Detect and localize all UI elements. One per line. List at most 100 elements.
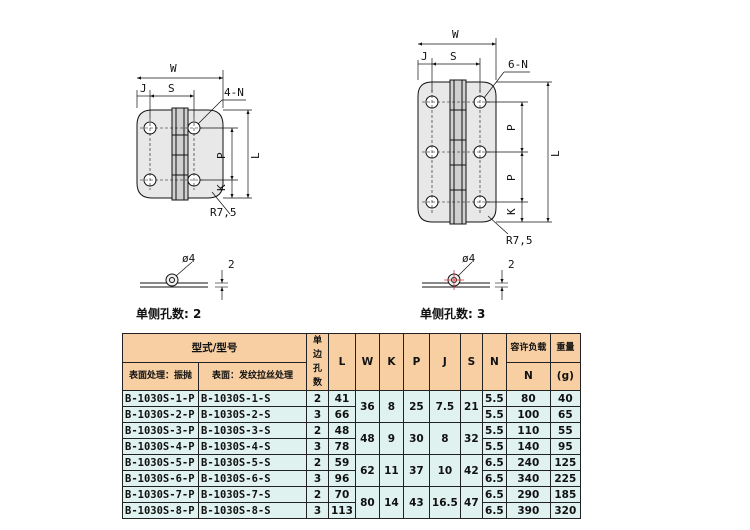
right-dim-l: L (549, 150, 562, 157)
value-n: 6.5 (481, 486, 507, 503)
value-load: 390 (505, 502, 551, 519)
value-weight: 225 (549, 470, 581, 487)
right-dim-p1: P (505, 124, 518, 131)
left-dim-radius: R7,5 (210, 206, 237, 219)
value-weight: 125 (549, 454, 581, 471)
model-s: B-1030S-2-S (198, 406, 307, 423)
model-p: B-1030S-8-P (122, 502, 199, 519)
value-s: 42 (459, 454, 483, 487)
value-load: 140 (505, 438, 551, 455)
header-weight-unit: (g) (549, 361, 581, 391)
left-dim-j: J (140, 82, 147, 95)
value-load: 290 (505, 486, 551, 503)
value-j: 8 (428, 422, 461, 455)
value-weight: 185 (549, 486, 581, 503)
model-p: B-1030S-3-P (122, 422, 199, 439)
table-row: B-1030S-5-P B-1030S-5-S 2 59 62 11 37 10… (122, 454, 581, 487)
right-dim-p2: P (505, 174, 518, 181)
value-l: 41 (328, 390, 356, 407)
holes: 3 (306, 470, 329, 487)
value-l: 59 (328, 454, 356, 471)
value-load: 80 (505, 390, 551, 407)
left-dim-thick: 2 (228, 258, 235, 271)
value-n: 6.5 (481, 454, 507, 471)
model-s: B-1030S-4-S (198, 438, 307, 455)
left-dim-p: P (215, 152, 228, 159)
holes: 2 (306, 390, 329, 407)
value-p: 37 (402, 454, 430, 487)
value-l: 48 (328, 422, 356, 439)
value-weight: 40 (549, 390, 581, 407)
model-s: B-1030S-7-S (198, 486, 307, 503)
value-j: 7.5 (428, 390, 461, 423)
value-s: 21 (459, 390, 483, 423)
value-l: 66 (328, 406, 356, 423)
model-p: B-1030S-6-P (122, 470, 199, 487)
holes: 2 (306, 422, 329, 439)
header-weight: 重量 (549, 333, 581, 363)
value-k: 8 (378, 390, 404, 423)
model-s: B-1030S-3-S (198, 422, 307, 439)
value-s: 47 (459, 486, 483, 519)
hinge-2-hole-front-view (136, 70, 252, 215)
header-holes: 单边孔数 (306, 333, 329, 391)
value-weight: 55 (549, 422, 581, 439)
header-p: P (402, 333, 430, 391)
right-dim-s: S (450, 50, 457, 63)
right-dim-radius: R7,5 (506, 234, 533, 247)
value-j: 10 (428, 454, 461, 487)
value-w: 80 (354, 486, 380, 519)
holes: 2 (306, 454, 329, 471)
left-dim-l: L (249, 152, 262, 159)
left-dim-s: S (168, 82, 175, 95)
header-j: J (428, 333, 461, 391)
value-weight: 95 (549, 438, 581, 455)
header-model: 型式/型号 (122, 333, 307, 363)
right-hole-count-caption: 单侧孔数: 3 (420, 307, 486, 321)
table-row: B-1030S-3-P B-1030S-3-S 2 48 48 9 30 8 3… (122, 422, 581, 455)
table-row: B-1030S-1-P B-1030S-1-S 2 41 36 8 25 7.5… (122, 390, 581, 423)
value-weight: 65 (549, 406, 581, 423)
model-s: B-1030S-5-S (198, 454, 307, 471)
right-dim-w: W (452, 28, 459, 41)
value-k: 14 (378, 486, 404, 519)
value-load: 240 (505, 454, 551, 471)
value-load: 100 (505, 406, 551, 423)
model-p: B-1030S-1-P (122, 390, 199, 407)
right-dim-holes: 6-N (508, 58, 528, 71)
table-row: B-1030S-6-P B-1030S-6-S 3 96 6.5 340 225 (122, 470, 581, 487)
value-k: 11 (378, 454, 404, 487)
header-s: S (459, 333, 483, 391)
value-l: 70 (328, 486, 356, 503)
right-dim-k: K (505, 208, 518, 215)
header-load: 容许负载 (505, 333, 551, 363)
value-p: 30 (402, 422, 430, 455)
table-row: B-1030S-4-P B-1030S-4-S 3 78 5.5 140 95 (122, 438, 581, 455)
value-s: 32 (459, 422, 483, 455)
value-j: 16.5 (428, 486, 461, 519)
value-n: 5.5 (481, 406, 507, 423)
value-n: 5.5 (481, 390, 507, 407)
right-dim-dia: ø4 (462, 252, 476, 265)
model-p: B-1030S-5-P (122, 454, 199, 471)
value-l: 113 (328, 502, 356, 519)
hinge-3-hole-side-view (422, 261, 508, 300)
model-s: B-1030S-6-S (198, 470, 307, 487)
holes: 3 (306, 438, 329, 455)
value-w: 48 (354, 422, 380, 455)
model-p: B-1030S-7-P (122, 486, 199, 503)
right-dim-thick: 2 (508, 258, 515, 271)
header-w: W (354, 333, 380, 391)
right-dim-j: J (421, 50, 428, 63)
hinge-spec-table: 型式/型号 单边孔数 L W K P J S N 容许负载 重量 表面处理：振抛… (122, 333, 581, 519)
holes: 2 (306, 486, 329, 503)
value-weight: 320 (549, 502, 581, 519)
value-l: 78 (328, 438, 356, 455)
value-p: 25 (402, 390, 430, 423)
left-dim-holes: 4-N (224, 86, 244, 99)
model-s: B-1030S-8-S (198, 502, 307, 519)
header-k: K (378, 333, 404, 391)
hinge-2-hole-side-view (140, 261, 228, 300)
hinge-technical-drawing: W J S 4-N P K L R7,5 ø4 2 (136, 28, 562, 300)
table-row: B-1030S-2-P B-1030S-2-S 3 66 5.5 100 65 (122, 406, 581, 423)
